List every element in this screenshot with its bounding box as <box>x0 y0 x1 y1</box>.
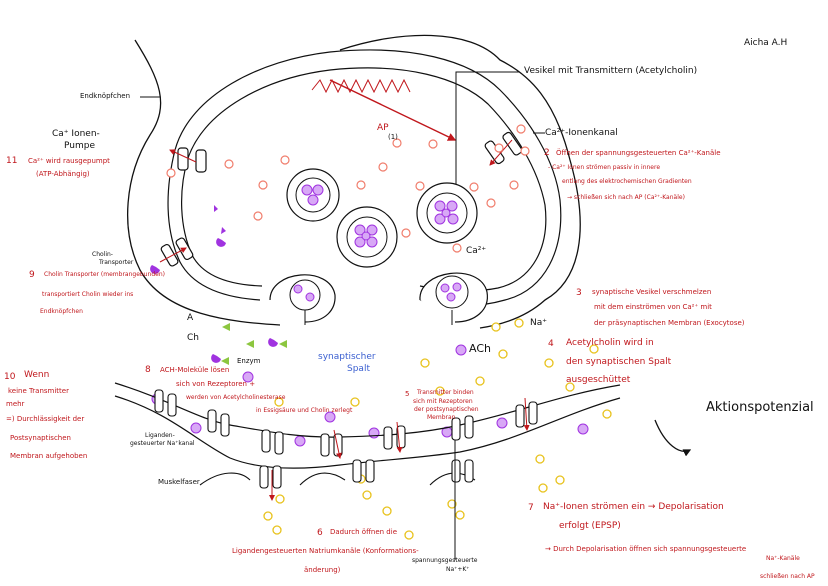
note-7-line-1: Na⁺-Ionen strömen ein → Depolarisation <box>543 502 724 512</box>
ca-pump <box>177 147 207 173</box>
ligand-channel-label-2: gesteuerter Na⁺kanal <box>130 440 195 447</box>
note-5-line-2: sich mit Rezeptoren <box>413 398 473 405</box>
cholin-transporter <box>160 237 194 267</box>
note-4-number: 4 <box>548 339 554 349</box>
choline-label: Ch <box>187 333 199 343</box>
ligand-channel-label-1: Liganden- <box>145 432 175 439</box>
cholin-transporter-label-2: Transporter <box>99 259 134 266</box>
vesicle-label: Vesikel mit Transmittern (Acetylcholin) <box>524 66 698 76</box>
note-4-line-3: ausgeschüttet <box>566 375 631 385</box>
fusing-vesicle-left <box>269 274 336 325</box>
note-8-line-3: werden von Acetylcholinesterase <box>186 394 286 401</box>
note-5-line-1: Transmitter binden <box>417 389 474 396</box>
ca-pump-label-1: Ca⁺ Ionen- <box>52 129 100 139</box>
calcium-ions <box>166 124 530 253</box>
note-2-number: 2 <box>544 148 550 158</box>
note-9-line-2: transportiert Cholin wieder ins <box>42 291 134 298</box>
note-10-line-3: mehr <box>6 400 25 408</box>
note-10-line-4: =) Durchlässigkeit der <box>6 415 85 423</box>
ca-channel-arrow <box>489 139 513 166</box>
ca-pump-arrow <box>169 149 197 163</box>
note-9-number: 9 <box>29 270 35 280</box>
note-8-number: 8 <box>145 365 151 375</box>
muscle-fiber-label: Muskelfaser <box>158 478 200 486</box>
ach-label: ACh <box>469 342 491 355</box>
note-5-number: 5 <box>405 390 410 398</box>
note-2-line-3: entlang des elektrochemischen Gradienten <box>562 178 692 185</box>
note-10-line-6: Membran aufgehoben <box>10 452 88 460</box>
sodium-inflow-arrows <box>269 397 530 501</box>
fusing-vesicle-right <box>419 272 488 325</box>
presynaptic-membrane-inner <box>187 67 547 292</box>
note-6-line-2: Ligandengesteuerten Natriumkanäle (Konfo… <box>232 547 419 555</box>
note-7-number: 7 <box>528 503 534 513</box>
note-3-number: 3 <box>576 288 582 298</box>
note-5-line-3: der postsynaptischen <box>414 406 479 413</box>
voltage-channel-label-2: Na⁺+K⁺ <box>446 566 470 573</box>
cholin-transporter-label-1: Cholin- <box>92 251 113 258</box>
note-10-line-1: Wenn <box>24 370 50 380</box>
note-7-line-4: Na⁺-Kanäle <box>766 555 800 562</box>
ca-channel-label: Ca²⁺-Ionenkanal <box>545 128 618 138</box>
note-9-line-3: Endknöpfchen <box>40 308 83 315</box>
vesicle-1 <box>286 168 340 222</box>
voltage-channels <box>259 459 474 489</box>
ap-number: (1) <box>388 133 398 141</box>
postsynaptic-receptors <box>154 389 538 457</box>
note-2-line-2: - Ca²⁺ Ionen strömen passiv in innere <box>548 164 661 171</box>
synaptic-cleft-label-2: Spalt <box>347 364 370 374</box>
synaptic-cleft-label-1: synaptischer <box>318 352 376 362</box>
axon-outline <box>127 34 581 329</box>
note-10-number: 10 <box>4 372 16 382</box>
endknoepfchen-label: Endknöpfchen <box>80 92 131 100</box>
vesicle-2 <box>336 206 398 268</box>
cholin-arrow <box>159 247 187 263</box>
note-5-line-4: Membran <box>427 414 456 421</box>
note-6-line-1: Dadurch öffnen die <box>330 528 397 536</box>
muscle-fiber-outline <box>199 472 476 486</box>
note-11-number: 11 <box>6 156 18 166</box>
note-7-line-2: erfolgt (EPSP) <box>559 521 621 531</box>
vesicle-3 <box>416 182 478 244</box>
note-11-line-2: (ATP-Abhängig) <box>36 170 90 178</box>
voltage-channel-label-1: spannungsgesteuerte <box>412 557 478 564</box>
note-7-line-5: schließen nach AP <box>760 573 815 580</box>
note-3-line-1: synaptische Vesikel verschmelzen <box>592 288 712 296</box>
note-9-line-1: Cholin Transporter (membrangebunden) <box>44 271 165 278</box>
author-label: Aicha A.H <box>744 38 788 48</box>
acetate-molecules <box>221 323 287 365</box>
note-4-line-1: Acetylcholin wird in <box>566 338 654 348</box>
note-11-line-1: Ca²⁺ wird rausgepumpt <box>28 157 110 165</box>
note-7-line-3: → Durch Depolarisation öffnen sich spann… <box>545 545 747 553</box>
postsynaptic-membrane-bottom <box>114 395 621 469</box>
acetate-label: A <box>187 313 194 323</box>
na-label: Na⁺ <box>530 318 547 328</box>
note-2-line-1: Öffnen der spannungsgesteuerten Ca²⁺-Kan… <box>556 149 721 157</box>
choline-molecules <box>150 205 278 363</box>
note-3-line-2: mit dem einströmen von Ca²⁺ mit <box>594 303 712 311</box>
note-4-line-2: den synaptischen Spalt <box>566 357 672 367</box>
note-8-line-1: ACH-Moleküle lösen <box>160 366 230 374</box>
note-8-line-4: in Essigsäure und Cholin zerlegt <box>256 407 353 414</box>
ap-label: AP <box>377 123 389 133</box>
presynaptic-membrane-outer <box>174 49 562 307</box>
note-6-number: 6 <box>317 528 323 538</box>
action-potential-zigzag <box>311 78 411 94</box>
ca-pump-label-2: Pumpe <box>64 141 95 151</box>
aktionspotenzial-label: Aktionspotenzial <box>706 400 814 415</box>
note-10-line-2: keine Transmitter <box>8 387 69 395</box>
aktionspotenzial-arrow <box>654 419 692 457</box>
note-6-line-3: änderung) <box>304 566 341 574</box>
note-3-line-3: der präsynaptischen Membran (Exocytose) <box>594 319 745 327</box>
ap-arrow <box>329 79 457 141</box>
ca2-label: Ca²⁺ <box>466 246 487 256</box>
enzyme-label: Enzym <box>237 357 261 365</box>
note-10-line-5: Postsynaptischen <box>10 434 71 442</box>
presynaptic-left-wall <box>167 149 263 301</box>
vesicle-pointer <box>455 71 520 205</box>
note-8-line-2: sich von Rezeptoren + <box>176 380 256 388</box>
note-2-line-4: → schließen sich nach AP (Ca²⁺-Kanäle) <box>567 194 685 201</box>
